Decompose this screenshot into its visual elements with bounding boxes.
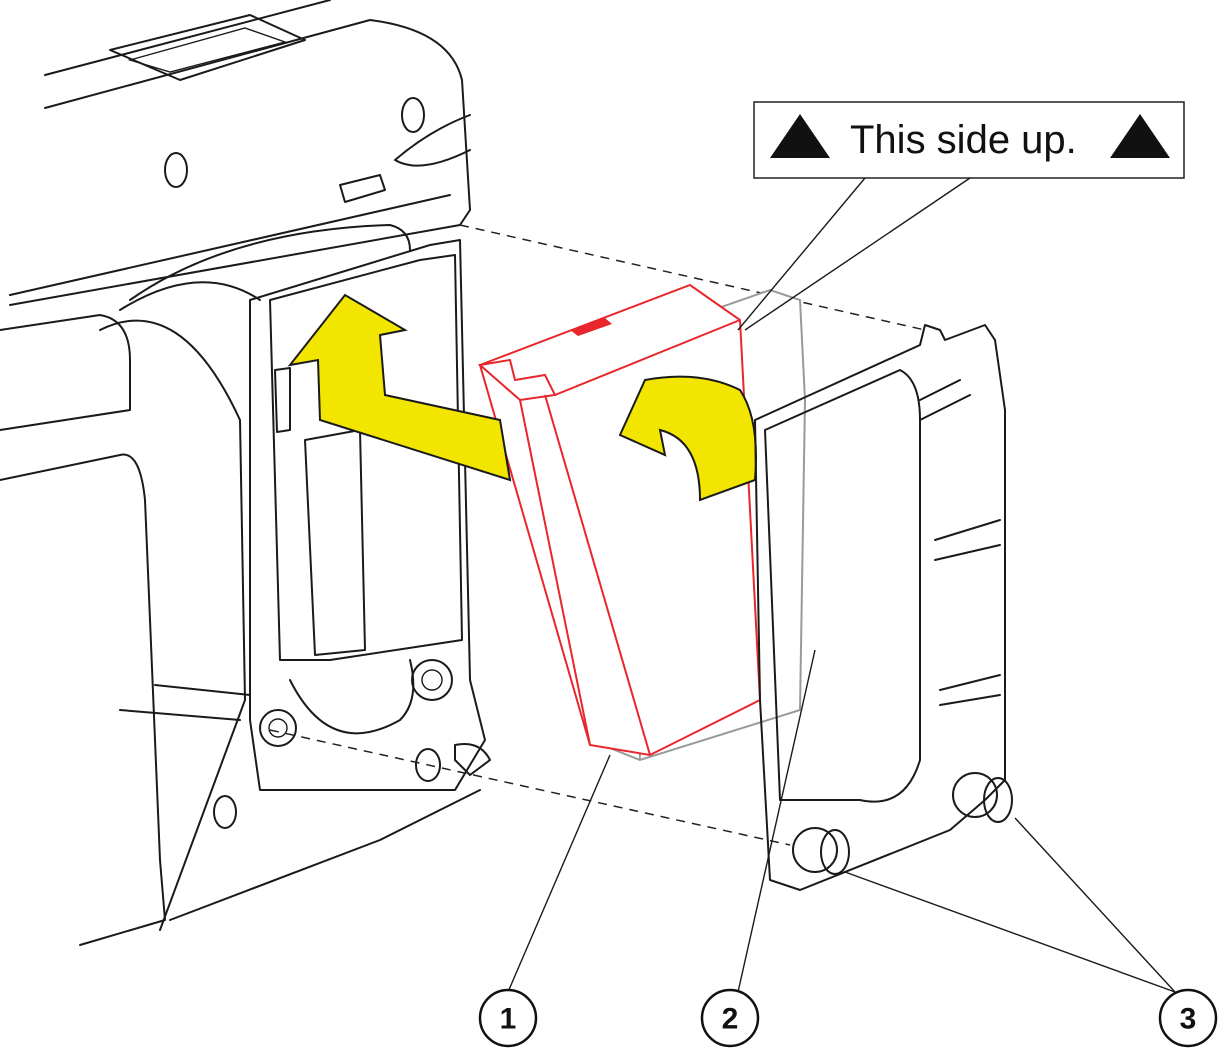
this-side-up-label: This side up. — [737, 101, 1185, 331]
callout-2: 2 — [700, 988, 760, 1048]
rotate-arrow-icon — [618, 375, 757, 502]
callout-3: 3 — [1158, 988, 1218, 1048]
battery — [477, 283, 762, 757]
battery-cover — [754, 324, 1013, 891]
thumbscrew — [952, 772, 1013, 823]
callout-1: 1 — [478, 988, 538, 1048]
svg-text:2: 2 — [722, 1003, 739, 1036]
insert-arrow-icon — [287, 293, 512, 482]
thumbscrew — [792, 827, 850, 875]
svg-text:1: 1 — [500, 1003, 517, 1036]
triangle-up-icon — [770, 114, 830, 158]
this-side-up-text: This side up. — [850, 118, 1077, 162]
device-body — [0, 0, 491, 946]
guide-line-bottom — [269, 729, 791, 846]
svg-text:3: 3 — [1180, 1003, 1197, 1036]
triangle-up-icon — [1110, 114, 1170, 158]
